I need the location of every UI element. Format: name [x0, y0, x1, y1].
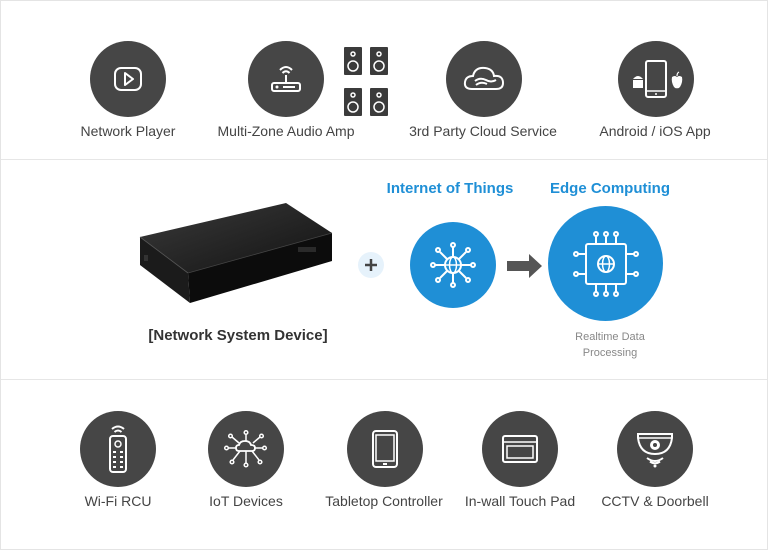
cloud-icon — [463, 66, 505, 90]
touchpad-circle — [482, 411, 558, 487]
cctv-label: CCTV & Doorbell — [601, 493, 709, 509]
touchpad-icon — [502, 435, 538, 463]
cloud-service-circle — [446, 41, 522, 117]
bottom-panel: Wi-Fi RCU IoT Devices Tabletop Controlle… — [1, 381, 767, 549]
iot-network-icon — [430, 242, 476, 288]
tablet-icon — [372, 430, 398, 468]
network-player-circle — [90, 41, 166, 117]
arrow-right-icon — [507, 254, 542, 278]
edge-caption-line1: Realtime Data — [575, 331, 645, 343]
edge-caption: Realtime Data Processing — [540, 329, 680, 361]
router-icon — [271, 66, 301, 92]
remote-icon — [109, 425, 127, 473]
plus-icon — [358, 252, 384, 278]
edge-caption-line2: Processing — [582, 347, 638, 359]
iot-devices-label: IoT Devices — [209, 493, 283, 509]
network-system-device-image — [139, 203, 333, 303]
audio-amp-label: Multi-Zone Audio Amp — [217, 123, 355, 139]
play-icon — [114, 67, 142, 91]
audio-amp-circle — [248, 41, 324, 117]
edge-circle — [548, 206, 663, 321]
cloud-service-label: 3rd Party Cloud Service — [409, 123, 557, 139]
network-player-label: Network Player — [80, 123, 176, 139]
smartphone-icon — [633, 60, 683, 98]
mobile-app-circle — [618, 41, 694, 117]
speaker-icons — [344, 47, 388, 116]
touchpad-label: In-wall Touch Pad — [464, 493, 576, 509]
iot-network-icon — [223, 429, 268, 468]
tabletop-controller-label: Tabletop Controller — [325, 493, 443, 509]
edge-computing-icon — [572, 230, 639, 297]
device-caption: [Network System Device] — [148, 327, 328, 344]
iot-devices-circle — [208, 411, 284, 487]
camera-icon — [637, 433, 673, 468]
edge-title: Edge Computing — [550, 180, 670, 197]
mobile-app-label: Android / iOS App — [599, 123, 711, 139]
iot-circle — [410, 222, 496, 308]
middle-panel: [Network System Device] Internet of Thin… — [1, 161, 767, 380]
wifi-rcu-label: Wi-Fi RCU — [84, 493, 152, 509]
cctv-circle — [617, 411, 693, 487]
tabletop-controller-circle — [347, 411, 423, 487]
iot-title: Internet of Things — [386, 180, 514, 197]
wifi-rcu-circle — [80, 411, 156, 487]
top-panel: Network Player Multi-Zone Audio Amp — [1, 1, 767, 160]
